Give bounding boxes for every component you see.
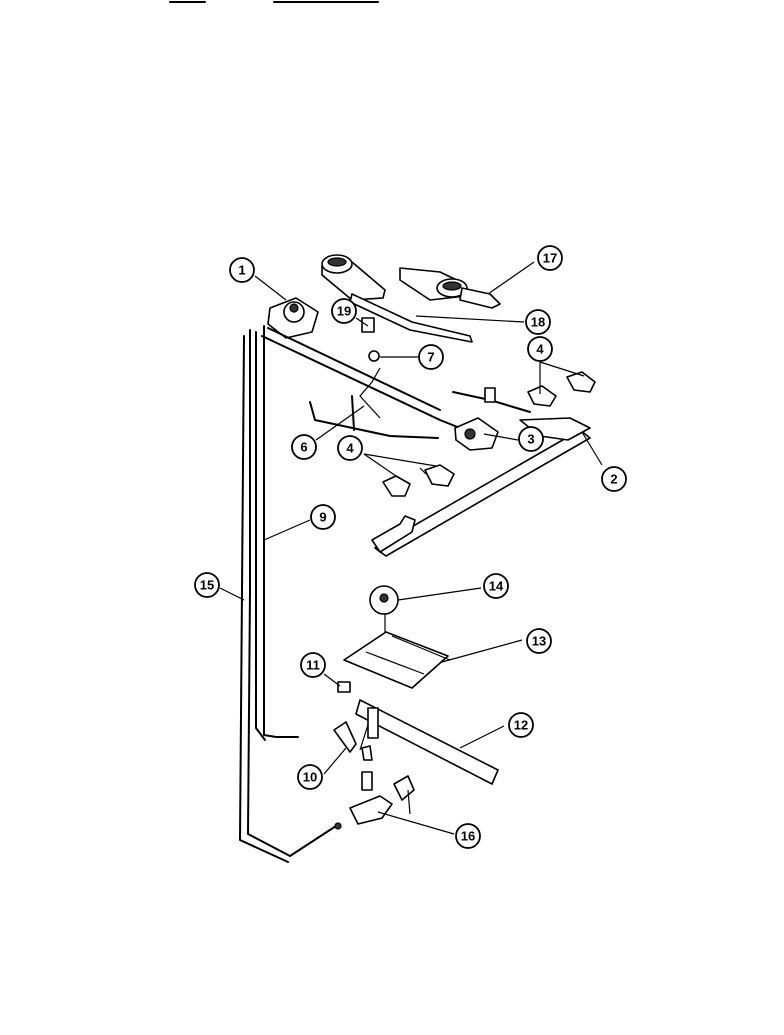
callout-label-9: 9: [319, 510, 326, 525]
callout-label-17: 17: [543, 251, 557, 266]
burner-baffle: [343, 585, 451, 689]
gas-valve-assembly: [267, 297, 319, 339]
callout-label-4-lower: 4: [346, 441, 354, 456]
pilot-tubes: [239, 325, 342, 863]
callout-label-18: 18: [531, 315, 545, 330]
callout-label-3: 3: [527, 432, 534, 447]
regulator: [454, 417, 499, 451]
callout-label-10: 10: [303, 770, 317, 785]
thermocouple-tubes: [309, 317, 439, 439]
callout-1: 1: [229, 257, 255, 283]
callout-label-2: 2: [610, 472, 617, 487]
oven-burner: [355, 699, 499, 785]
callout-11: 11: [300, 652, 326, 678]
callout-12: 12: [508, 712, 534, 738]
callout-19: 19: [331, 298, 357, 324]
callout-9: 9: [310, 504, 336, 530]
callout-4-upper: 4: [527, 336, 553, 362]
callout-6: 6: [291, 434, 317, 460]
callout-label-15: 15: [200, 578, 214, 593]
callout-label-4-upper: 4: [536, 342, 544, 357]
callout-13: 13: [526, 628, 552, 654]
pilot-parts: [333, 681, 415, 825]
callout-label-14: 14: [489, 579, 504, 594]
callout-16: 16: [455, 823, 481, 849]
top-burner-assembly: [321, 254, 501, 343]
callout-label-12: 12: [514, 718, 528, 733]
callout-label-19: 19: [337, 304, 351, 319]
callout-17: 17: [537, 245, 563, 271]
callout-2: 2: [601, 466, 627, 492]
callout-label-11: 11: [306, 658, 320, 673]
callout-3: 3: [518, 426, 544, 452]
callout-label-7: 7: [427, 350, 434, 365]
callout-7: 7: [418, 344, 444, 370]
callout-10: 10: [297, 764, 323, 790]
callout-15: 15: [194, 572, 220, 598]
callout-label-16: 16: [461, 829, 475, 844]
callout-label-13: 13: [532, 634, 546, 649]
callout-14: 14: [483, 573, 509, 599]
callout-4-lower: 4: [337, 435, 363, 461]
callout-label-6: 6: [300, 440, 307, 455]
callout-label-1: 1: [238, 263, 245, 278]
leader-lines: [219, 261, 603, 835]
burner-valves: [382, 371, 596, 497]
callout-18: 18: [525, 309, 551, 335]
